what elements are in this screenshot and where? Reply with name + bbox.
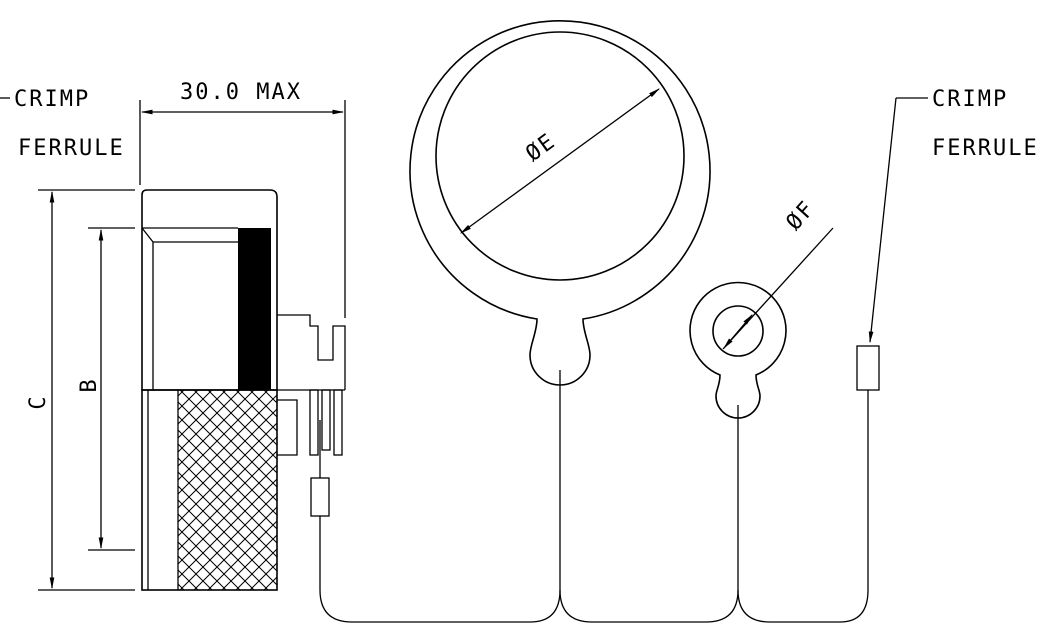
lanyard-cable: [319, 370, 869, 623]
crimp-ferrule-left: [310, 477, 330, 517]
label-dim-b: B: [77, 377, 102, 392]
label-ferrule-left: FERRULE: [18, 136, 125, 161]
label-dim-c: C: [26, 394, 51, 409]
label-dim-e: ØE: [521, 129, 560, 167]
small-ring: [689, 227, 834, 419]
label-crimp-left: CRIMP: [14, 87, 90, 112]
label-ferrule-right: FERRULE: [932, 136, 1039, 161]
dimension-b: [88, 227, 135, 551]
label-max-length: 30.0 MAX: [180, 80, 302, 105]
crimp-ferrule-right: [856, 345, 880, 391]
knurled-grip: [178, 390, 277, 590]
right-crimp-leader: [868, 97, 928, 344]
max-length-dimension: [139, 100, 346, 318]
large-ring: [409, 19, 711, 386]
cap-body: [141, 189, 346, 591]
gasket-band: [238, 228, 271, 390]
label-crimp-right: CRIMP: [932, 87, 1008, 112]
dimension-c: [38, 189, 135, 591]
label-dim-f: ØF: [782, 196, 821, 235]
